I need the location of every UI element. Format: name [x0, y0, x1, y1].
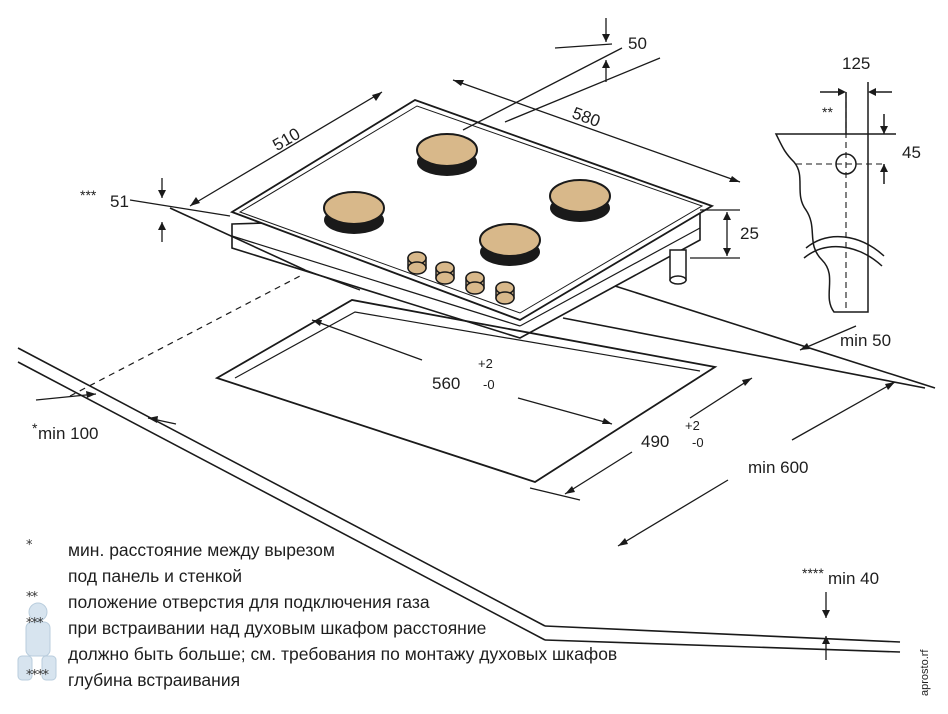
legend: * мин. расстояние между вырезом под пане… [26, 538, 786, 694]
dim-inlet-marks: ** [822, 104, 833, 120]
dim-cutout-depth-tol-plus: +2 [685, 418, 700, 433]
dim-width: 580 [570, 103, 603, 131]
legend-row: должно быть больше; см. требования по мо… [26, 642, 786, 668]
side-clearance-guide [69, 275, 301, 397]
legend-text: глубина встраивания [68, 670, 241, 690]
dim-top-clearance: 50 [628, 34, 647, 53]
hob [229, 99, 715, 339]
dim-worktop-thickness: min 40 [828, 569, 879, 588]
legend-text: под панель и стенкой [68, 566, 243, 586]
dim-side-clearance: min 100 [38, 424, 98, 443]
legend-row: ** положение отверстия для подключения г… [26, 590, 786, 616]
legend-mark: * [26, 538, 32, 553]
legend-text: при встраивании над духовым шкафом расст… [68, 618, 487, 638]
dim-cutout-width-tol-minus: -0 [483, 377, 495, 392]
watermark-plumber-logo [17, 602, 57, 681]
knob-2 [435, 261, 455, 285]
worktop [17, 207, 936, 653]
burner-back [416, 133, 478, 176]
watermark-text: aprosto.rf [919, 649, 931, 696]
dim-offset-marks: *** [80, 187, 97, 203]
knob-3 [465, 271, 485, 295]
dim-cutout-depth-tol-minus: -0 [692, 435, 704, 450]
dim-side-marks: * [32, 420, 38, 436]
burner-left [323, 191, 385, 234]
dim-inlet-horizontal: 125 [842, 54, 870, 73]
dim-worktop-depth: min 600 [748, 458, 808, 477]
dim-back-clearance: min 50 [840, 331, 891, 350]
legend-mark: ** [26, 590, 38, 605]
legend-row: под панель и стенкой [26, 564, 786, 590]
knob-1 [407, 251, 427, 275]
dim-worktop-marks: **** [802, 565, 824, 581]
watermark: aprosto.rf [17, 602, 931, 696]
dim-offset: 51 [110, 192, 129, 211]
hob-top-plate [229, 99, 715, 321]
legend-row: **** глубина встраивания [26, 668, 786, 694]
dim-height: 25 [740, 224, 759, 243]
control-knobs [407, 251, 515, 305]
legend-text: положение отверстия для подключения газа [68, 592, 430, 612]
gas-inlet-detail [774, 82, 896, 313]
legend-row: * мин. расстояние между вырезом [26, 538, 786, 564]
dim-cutout-depth: 490 [641, 432, 669, 451]
legend-mark: **** [26, 668, 49, 683]
dim-cutout-width-tol-plus: +2 [478, 356, 493, 371]
legend-mark: *** [26, 616, 43, 631]
knob-4 [495, 281, 515, 305]
legend-text: мин. расстояние между вырезом [68, 540, 335, 560]
burner-front [479, 223, 541, 266]
dim-cutout-width: 560 [432, 374, 460, 393]
gas-inlet-pipe [669, 249, 687, 285]
dim-inlet-vertical: 45 [902, 143, 921, 162]
legend-row: *** при встраивании над духовым шкафом р… [26, 616, 786, 642]
dim-depth: 510 [269, 124, 303, 155]
dimension-lines [35, 18, 896, 660]
legend-text: должно быть больше; см. требования по мо… [68, 644, 618, 664]
burner-right [549, 179, 611, 222]
